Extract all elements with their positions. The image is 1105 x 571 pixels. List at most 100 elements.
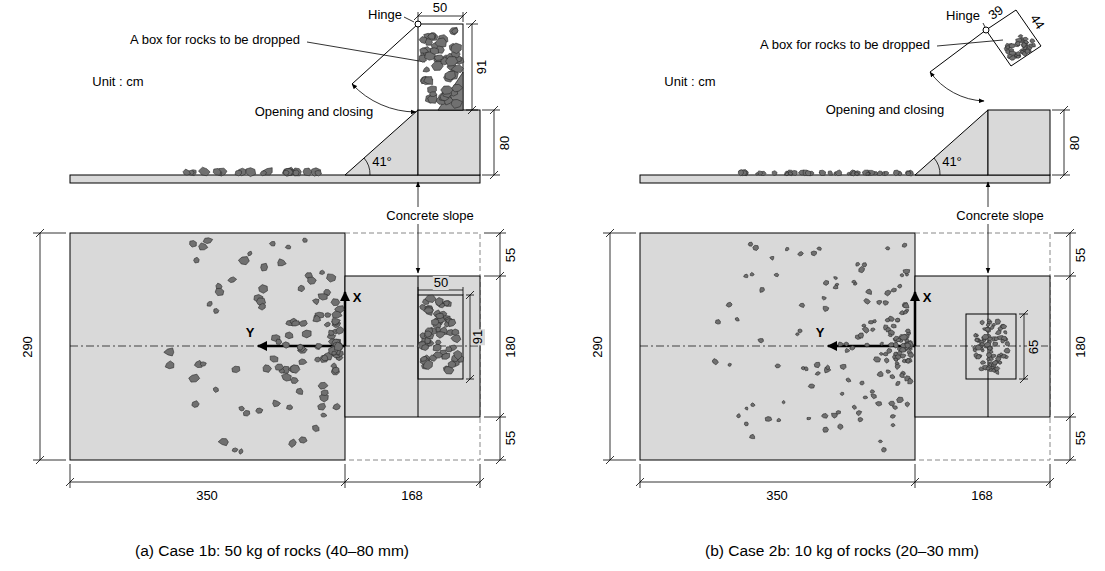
rock — [239, 449, 243, 455]
rock — [838, 342, 844, 347]
rock — [770, 257, 774, 261]
rock — [889, 401, 895, 406]
rock — [777, 418, 781, 421]
rock — [739, 170, 747, 176]
rock — [986, 323, 990, 326]
rock — [882, 448, 887, 453]
axis-label: X — [921, 291, 934, 305]
rock — [432, 319, 439, 325]
rock — [857, 411, 862, 416]
annotation: Opening and closing — [826, 103, 945, 117]
rock — [774, 273, 779, 276]
dimension-label: 168 — [401, 489, 423, 503]
rock — [239, 406, 244, 411]
rock — [985, 327, 990, 332]
rock — [296, 388, 303, 394]
rock — [991, 354, 996, 357]
rock — [728, 363, 731, 366]
dimension-label: 290 — [591, 336, 605, 358]
rock — [850, 346, 855, 350]
rock — [451, 335, 461, 343]
dimension-label: 55 — [504, 431, 518, 445]
axis-label: Y — [814, 326, 827, 340]
dimension-label: 91 — [471, 329, 485, 345]
rock — [712, 359, 718, 365]
rock — [284, 170, 290, 175]
rock — [289, 365, 300, 372]
rock — [906, 171, 911, 175]
rock — [799, 303, 805, 307]
rock — [248, 251, 252, 256]
rock — [318, 294, 327, 300]
rock — [905, 329, 910, 333]
rock — [900, 274, 904, 277]
rock — [422, 345, 429, 351]
rock — [232, 366, 240, 372]
dimension-label: 180 — [504, 336, 518, 358]
rock — [291, 377, 299, 383]
dimension-label: 91 — [475, 60, 489, 74]
rock — [897, 397, 904, 402]
rock — [303, 238, 308, 242]
rock — [897, 351, 902, 355]
rock — [434, 55, 443, 61]
rock — [894, 342, 899, 348]
rock — [452, 28, 459, 34]
rock — [788, 172, 793, 175]
rock — [864, 299, 871, 305]
rock — [726, 302, 732, 307]
rock — [811, 251, 816, 256]
rock — [1018, 35, 1023, 38]
rock — [292, 321, 299, 326]
rock — [258, 303, 265, 310]
rock — [333, 403, 341, 410]
rock — [428, 33, 435, 39]
rock — [199, 167, 211, 176]
drop-box-b — [930, 10, 1041, 383]
rock — [263, 365, 271, 373]
rock — [860, 381, 864, 385]
rock — [805, 367, 809, 371]
rock — [772, 171, 777, 176]
annotation: Concrete slope — [956, 209, 1043, 223]
rock — [823, 306, 829, 311]
rock — [992, 369, 996, 373]
dimension-label: 55 — [1074, 248, 1088, 262]
rock — [814, 362, 820, 367]
rock — [808, 384, 814, 388]
rock — [890, 415, 895, 419]
rock — [293, 168, 301, 176]
rock — [866, 172, 870, 175]
rock — [834, 277, 838, 280]
rock — [750, 272, 754, 276]
rock — [888, 334, 892, 337]
rock — [451, 100, 462, 109]
drop-box-a — [307, 12, 478, 383]
rock — [984, 342, 991, 347]
dimension-label: 65 — [1027, 339, 1041, 355]
rock — [1015, 42, 1021, 46]
rock — [421, 77, 433, 85]
rock — [903, 303, 909, 308]
rock — [430, 48, 438, 55]
rock — [976, 355, 981, 360]
rock — [285, 245, 291, 249]
rock — [893, 170, 899, 176]
rock — [885, 318, 890, 322]
rock — [232, 448, 238, 452]
rock — [844, 342, 849, 346]
rock — [261, 263, 268, 271]
rock — [452, 329, 459, 335]
rock — [285, 332, 293, 339]
rock — [1010, 51, 1016, 55]
rock — [256, 408, 263, 413]
rock — [276, 339, 282, 344]
rock — [798, 329, 802, 333]
rock — [840, 392, 844, 395]
rock — [282, 342, 289, 349]
rock — [807, 417, 811, 419]
rock — [866, 172, 870, 175]
rock — [908, 378, 913, 383]
rock — [316, 344, 323, 349]
rock — [862, 263, 867, 267]
